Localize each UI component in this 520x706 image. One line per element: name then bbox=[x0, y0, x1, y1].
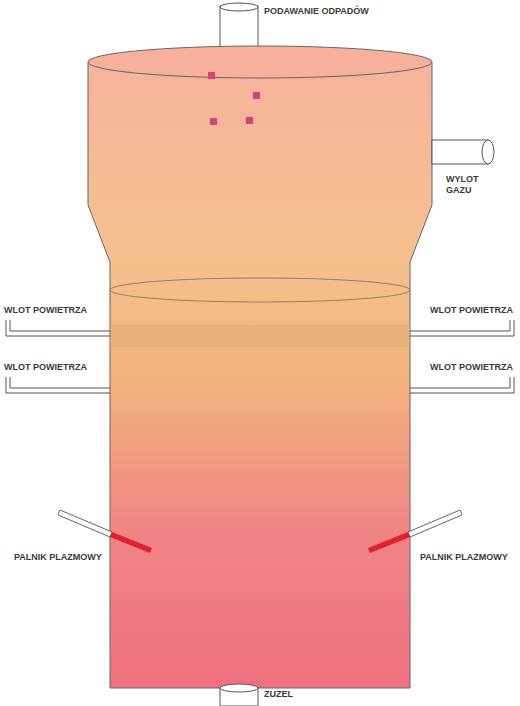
air-inlet-label: WLOT POWIETRZA bbox=[430, 305, 513, 316]
torch-label: PALNIK PLAZMOWY bbox=[420, 552, 508, 563]
slag-label: ZUZEL bbox=[264, 689, 293, 700]
air-inlet-label: WLOT POWIETRZA bbox=[4, 305, 87, 316]
feed-label: PODAWANIE ODPADÓW bbox=[264, 6, 369, 17]
torch-label: PALNIK PLAZMOWY bbox=[14, 552, 102, 563]
air-inlet-label: WLOT POWIETRZA bbox=[430, 362, 513, 373]
air-inlet-label: WLOT POWIETRZA bbox=[4, 362, 87, 373]
gas-outlet-label: WYLOT GAZU bbox=[446, 174, 490, 197]
